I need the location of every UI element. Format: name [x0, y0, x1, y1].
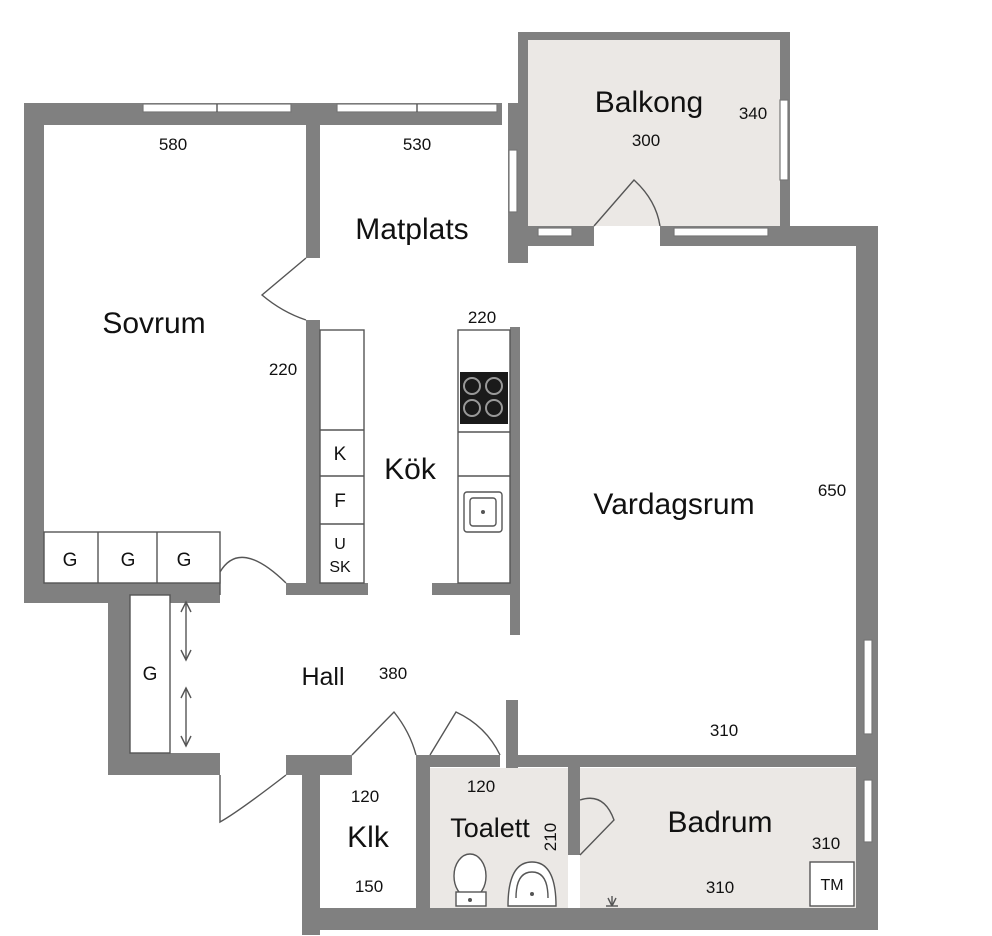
dim-vardagsrum-height: 650 [818, 481, 846, 500]
sovrum-wardrobes: G G G [43, 531, 221, 584]
storage-sk: SK [329, 559, 351, 576]
room-label-vardagsrum: Vardagsrum [593, 488, 754, 521]
walls [24, 32, 878, 935]
room-label-klk: Klk [347, 821, 390, 854]
storage-u: U [334, 536, 346, 553]
hall-wardrobe: G [129, 594, 192, 754]
wardrobe-g-1: G [63, 550, 78, 571]
dim-balkong-height: 340 [739, 104, 767, 123]
fridge-k: K [334, 444, 347, 465]
dim-matplats-width: 530 [403, 135, 431, 154]
toalett-sink-icon [507, 861, 557, 907]
sovrum-hall-door [219, 556, 287, 595]
room-label-balkong: Balkong [595, 86, 703, 119]
windows [142, 99, 873, 843]
washer: TM [809, 861, 855, 907]
wardrobe-g-3: G [177, 550, 192, 571]
floor-drain-icon [606, 896, 618, 907]
dim-hall-width: 380 [379, 664, 407, 683]
dim-klk-bottom: 150 [355, 877, 383, 896]
sovrum-door [260, 257, 307, 321]
dim-badrum-width: 310 [706, 878, 734, 897]
room-label-toalett: Toalett [450, 813, 530, 843]
dim-klk-top: 120 [351, 787, 379, 806]
kitchen-right-counter [457, 329, 511, 584]
room-label-hall: Hall [301, 663, 344, 691]
room-label-badrum: Badrum [667, 806, 772, 839]
dim-kok-width: 220 [468, 308, 496, 327]
dim-sovrum-height: 220 [269, 360, 297, 379]
dim-vardagsrum-width: 310 [710, 721, 738, 740]
room-label-matplats: Matplats [355, 213, 468, 246]
freezer-f: F [334, 491, 346, 512]
balkong-door [593, 179, 661, 227]
doors [219, 179, 661, 856]
dim-badrum-height: 310 [812, 834, 840, 853]
wardrobe-g-2: G [121, 550, 136, 571]
dim-sovrum-width: 580 [159, 135, 187, 154]
toalett-door [429, 711, 501, 756]
washer-tm: TM [820, 877, 843, 894]
toilet-icon [453, 853, 487, 907]
dim-toalett-height: 210 [541, 823, 560, 851]
dim-toalett-width: 120 [467, 777, 495, 796]
klk-door [351, 710, 417, 756]
kitchen-left-units: K F U SK [319, 329, 365, 584]
room-label-kok: Kök [384, 453, 437, 486]
front-door [219, 774, 287, 824]
room-label-sovrum: Sovrum [102, 307, 205, 340]
badrum-door [579, 797, 615, 856]
wardrobe-g-hall: G [143, 664, 158, 685]
balkong-floor [528, 40, 780, 226]
dim-balkong-width: 300 [632, 131, 660, 150]
